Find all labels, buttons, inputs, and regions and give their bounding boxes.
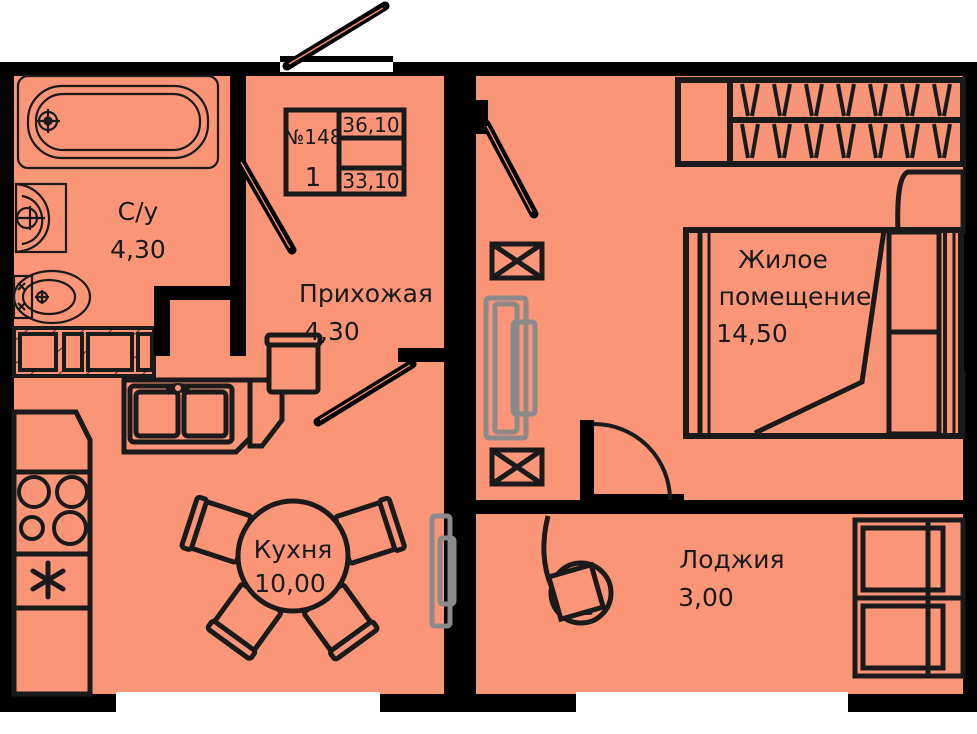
room-label-living-line2: помещение xyxy=(719,282,872,311)
room-area-living: 14,50 xyxy=(716,319,788,348)
room-area-kitchen: 10,00 xyxy=(254,569,326,598)
living-room-doorway xyxy=(458,100,488,134)
loggia-window xyxy=(576,692,848,730)
shaft-box-lower xyxy=(489,447,545,487)
radiator-kitchen xyxy=(429,513,457,629)
kitchen-door-swing xyxy=(313,359,417,427)
double-bed xyxy=(683,227,964,439)
kitchen-partition xyxy=(154,286,246,356)
washbasin-fixture xyxy=(14,182,68,254)
title-stamp: №148 1 36,10 33,10 xyxy=(283,107,407,197)
kitchen-doorway xyxy=(398,348,444,362)
wardrobe-with-hangers xyxy=(675,77,966,167)
loggia-doorway xyxy=(580,420,684,506)
kitchen-window xyxy=(116,692,380,730)
nightstand-upper xyxy=(895,169,966,235)
room-label-loggia: Лоджия xyxy=(679,545,784,574)
entrance-threshold xyxy=(280,56,393,72)
room-label-hall: Прихожая xyxy=(299,279,433,308)
star-fixture-icon xyxy=(30,560,66,600)
toilet-fixture xyxy=(12,269,92,325)
bathroom-door-swing xyxy=(235,155,297,255)
stamp-apartment-number: №148 xyxy=(284,125,343,149)
kitchen-sink-fixture xyxy=(127,383,235,445)
room-area-loggia: 3,00 xyxy=(678,583,734,612)
radiator-living xyxy=(483,295,538,441)
armchair xyxy=(541,515,614,626)
floor-hall xyxy=(246,76,444,356)
room-area-hall: 4,30 xyxy=(304,317,360,346)
stamp-area-total: 36,10 xyxy=(342,113,399,137)
shaft-box-upper xyxy=(489,241,545,281)
kitchen-upper-cabinets xyxy=(12,326,156,378)
stamp-area-living: 33,10 xyxy=(342,169,399,193)
bed-pillows xyxy=(886,229,956,437)
room-label-bathroom: С/у xyxy=(118,197,159,226)
loggia-seating xyxy=(852,517,966,679)
room-label-living-line1: Жилое xyxy=(738,245,828,274)
loggia-door-swing xyxy=(593,422,672,501)
stamp-rooms-count: 1 xyxy=(305,163,322,193)
room-area-bathroom: 4,30 xyxy=(110,235,166,264)
room-label-kitchen: Кухня xyxy=(254,535,333,564)
bathtub-fixture xyxy=(16,74,220,170)
dining-chair xyxy=(179,332,407,662)
round-dining-table xyxy=(179,332,407,662)
dining-table-top xyxy=(235,498,351,614)
living-room-door-swing xyxy=(481,119,539,219)
entrance-door-swing xyxy=(282,1,390,71)
kitchen-base-cabinets xyxy=(11,409,93,697)
cooktop-fixture xyxy=(17,475,89,546)
